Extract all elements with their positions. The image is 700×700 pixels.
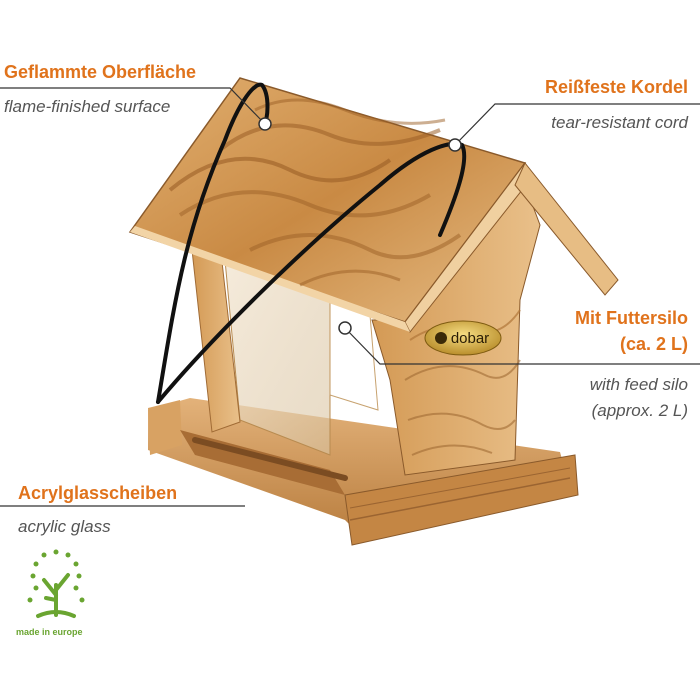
callout-silo-subtitle: with feed silo xyxy=(589,375,688,394)
callout-surface-title: Geflammte Oberfläche xyxy=(4,62,197,82)
brand-plate-text: dobar xyxy=(451,330,489,347)
cord xyxy=(156,82,467,404)
callout-surface-subtitle: flame-finished surface xyxy=(4,97,171,116)
callout-silo-capacity: (ca. 2 L) xyxy=(619,334,688,354)
callout-lines xyxy=(0,87,700,507)
tray xyxy=(148,398,579,546)
callout-glass-title: Acrylglasscheiben xyxy=(18,483,178,503)
callout-silo-capacity-en: (approx. 2 L) xyxy=(591,401,688,420)
callout-cord-subtitle: tear-resistant cord xyxy=(551,113,688,132)
eu-tree-logo xyxy=(27,549,85,618)
roof xyxy=(128,77,619,333)
brand-plate: dobar xyxy=(424,320,502,356)
glass-panels xyxy=(224,259,379,456)
callout-silo-title: Mit Futtersilo xyxy=(575,308,688,328)
callout-glass-subtitle: acrylic glass xyxy=(18,517,111,536)
eu-logo-text: made in europe xyxy=(16,627,83,637)
callout-cord-title: Reißfeste Kordel xyxy=(544,77,688,97)
